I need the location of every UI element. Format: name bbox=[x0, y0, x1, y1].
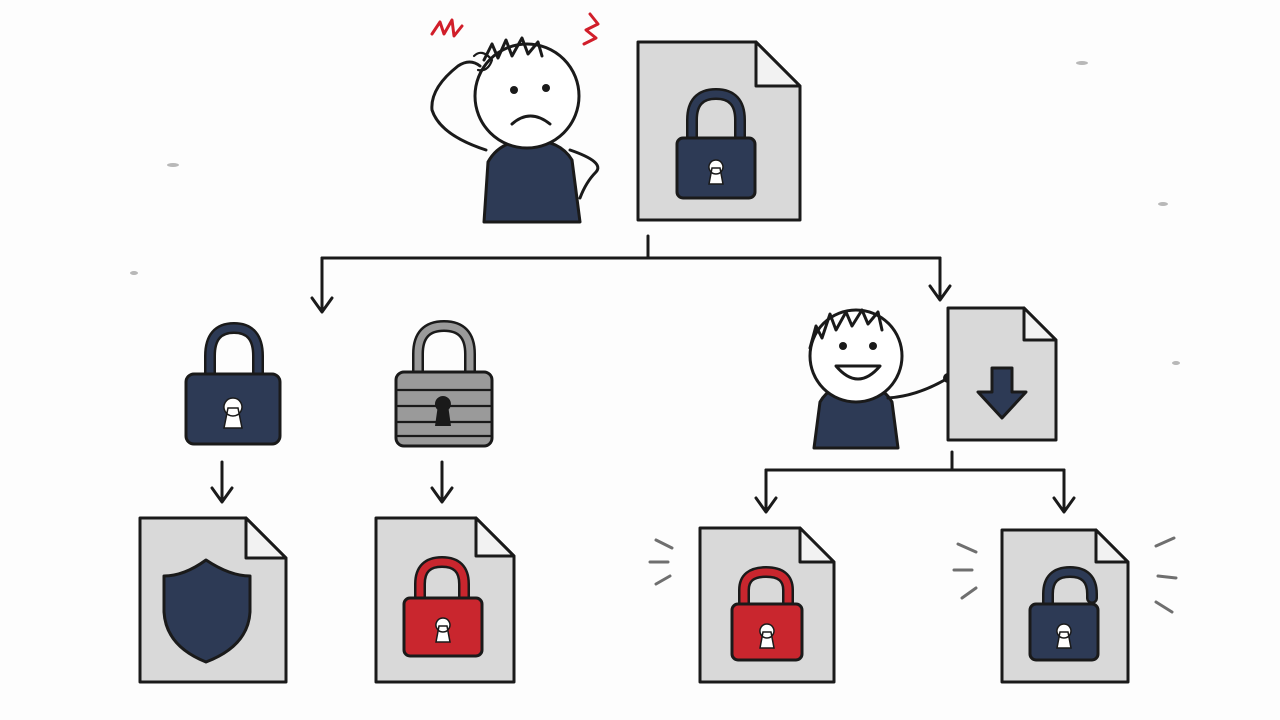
root-connector bbox=[310, 234, 952, 314]
red-locked-document-icon bbox=[374, 516, 516, 684]
navy-padlock-icon bbox=[184, 321, 282, 446]
happy-person-icon bbox=[808, 308, 953, 450]
download-document-icon bbox=[946, 306, 1058, 442]
shield-document-icon bbox=[138, 516, 288, 684]
unlocked-document-icon bbox=[952, 528, 1178, 684]
left-result-arrows bbox=[210, 460, 454, 504]
locked-document-icon bbox=[636, 40, 802, 222]
confused-person-icon bbox=[430, 12, 600, 224]
grey-padlock-icon bbox=[394, 319, 494, 448]
background-specks bbox=[130, 61, 1180, 365]
red-locked-document-icon-2 bbox=[648, 526, 836, 684]
right-connector bbox=[754, 450, 1076, 514]
